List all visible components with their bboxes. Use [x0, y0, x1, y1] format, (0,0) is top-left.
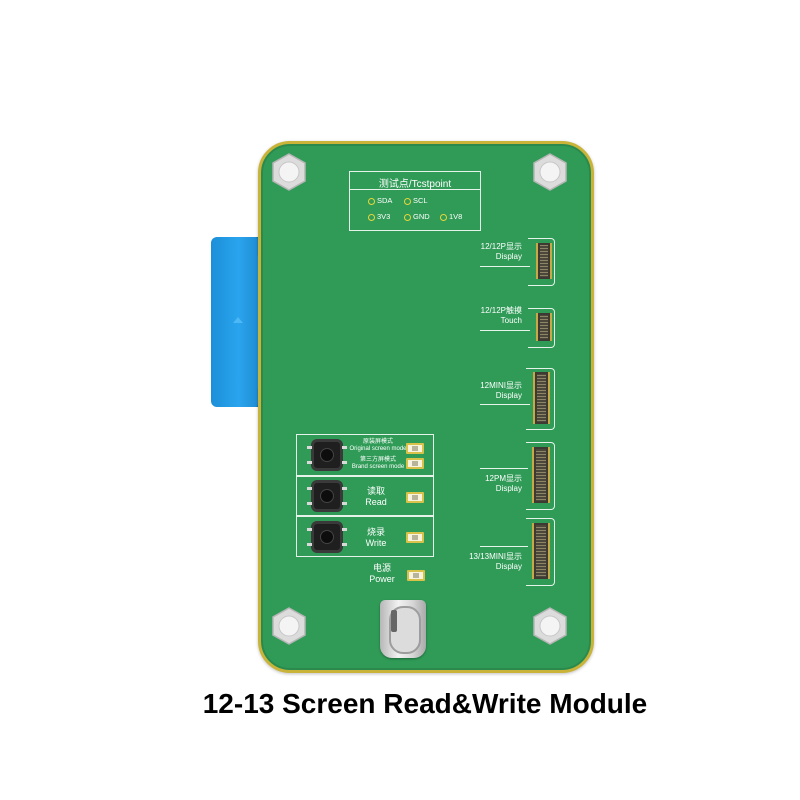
pad-icon	[368, 214, 375, 221]
testpoint-box: 测试点/Tcstpoint SDA SCL 3V3 GND 1V8	[349, 171, 481, 231]
connector-outline	[526, 368, 555, 430]
connector-12-touch[interactable]	[536, 313, 552, 341]
testpoint-sda: SDA	[368, 196, 392, 205]
testpoint-title: 测试点/Tcstpoint	[378, 179, 452, 190]
silkscreen-line	[480, 546, 528, 547]
pin	[307, 528, 312, 531]
led-icon	[406, 458, 424, 469]
pin	[307, 487, 312, 490]
read-box	[296, 475, 434, 517]
pad-icon	[368, 198, 375, 205]
pin	[307, 543, 312, 546]
connector-outline	[526, 442, 555, 510]
connector-12mini-display[interactable]	[533, 372, 550, 424]
pin	[342, 487, 347, 490]
testpoint-gnd: GND	[404, 212, 430, 221]
connector-12pm-display[interactable]	[532, 447, 550, 503]
product-caption: 12-13 Screen Read&Write Module	[202, 688, 648, 719]
pad-icon	[404, 198, 411, 205]
pin	[307, 461, 312, 464]
screw-icon	[533, 153, 567, 191]
pin	[342, 528, 347, 531]
pin	[342, 461, 347, 464]
mode-switch-button[interactable]	[314, 442, 340, 468]
write-button[interactable]	[314, 524, 340, 550]
led-icon	[406, 492, 424, 503]
connector-outline	[528, 238, 555, 286]
clip-arrow-icon	[233, 317, 243, 323]
blue-clip	[211, 237, 269, 407]
testpoint-scl: SCL	[404, 196, 428, 205]
screw-icon	[272, 153, 306, 191]
divider	[350, 189, 480, 190]
connector-13-display[interactable]	[532, 523, 550, 579]
silkscreen-line	[480, 330, 530, 331]
pin	[307, 502, 312, 505]
read-button[interactable]	[314, 483, 340, 509]
power-led-icon	[407, 570, 425, 581]
connector-outline	[526, 518, 555, 586]
connector-outline	[528, 308, 555, 348]
pad-icon	[404, 214, 411, 221]
testpoint-3v3: 3V3	[368, 212, 390, 221]
mode-box	[296, 434, 434, 477]
usb-c-port-icon[interactable]	[380, 600, 426, 658]
usb-c-tongue	[391, 610, 397, 632]
silkscreen-line	[480, 468, 528, 469]
silkscreen-line	[480, 266, 530, 267]
pin	[307, 446, 312, 449]
screw-icon	[533, 607, 567, 645]
testpoint-1v8: 1V8	[440, 212, 462, 221]
connector-12-display[interactable]	[536, 243, 552, 279]
led-icon	[406, 443, 424, 454]
pin	[342, 446, 347, 449]
pin	[342, 543, 347, 546]
led-icon	[406, 532, 424, 543]
pin	[342, 502, 347, 505]
pad-icon	[440, 214, 447, 221]
write-box	[296, 515, 434, 557]
screw-icon	[272, 607, 306, 645]
silkscreen-line	[480, 404, 530, 405]
